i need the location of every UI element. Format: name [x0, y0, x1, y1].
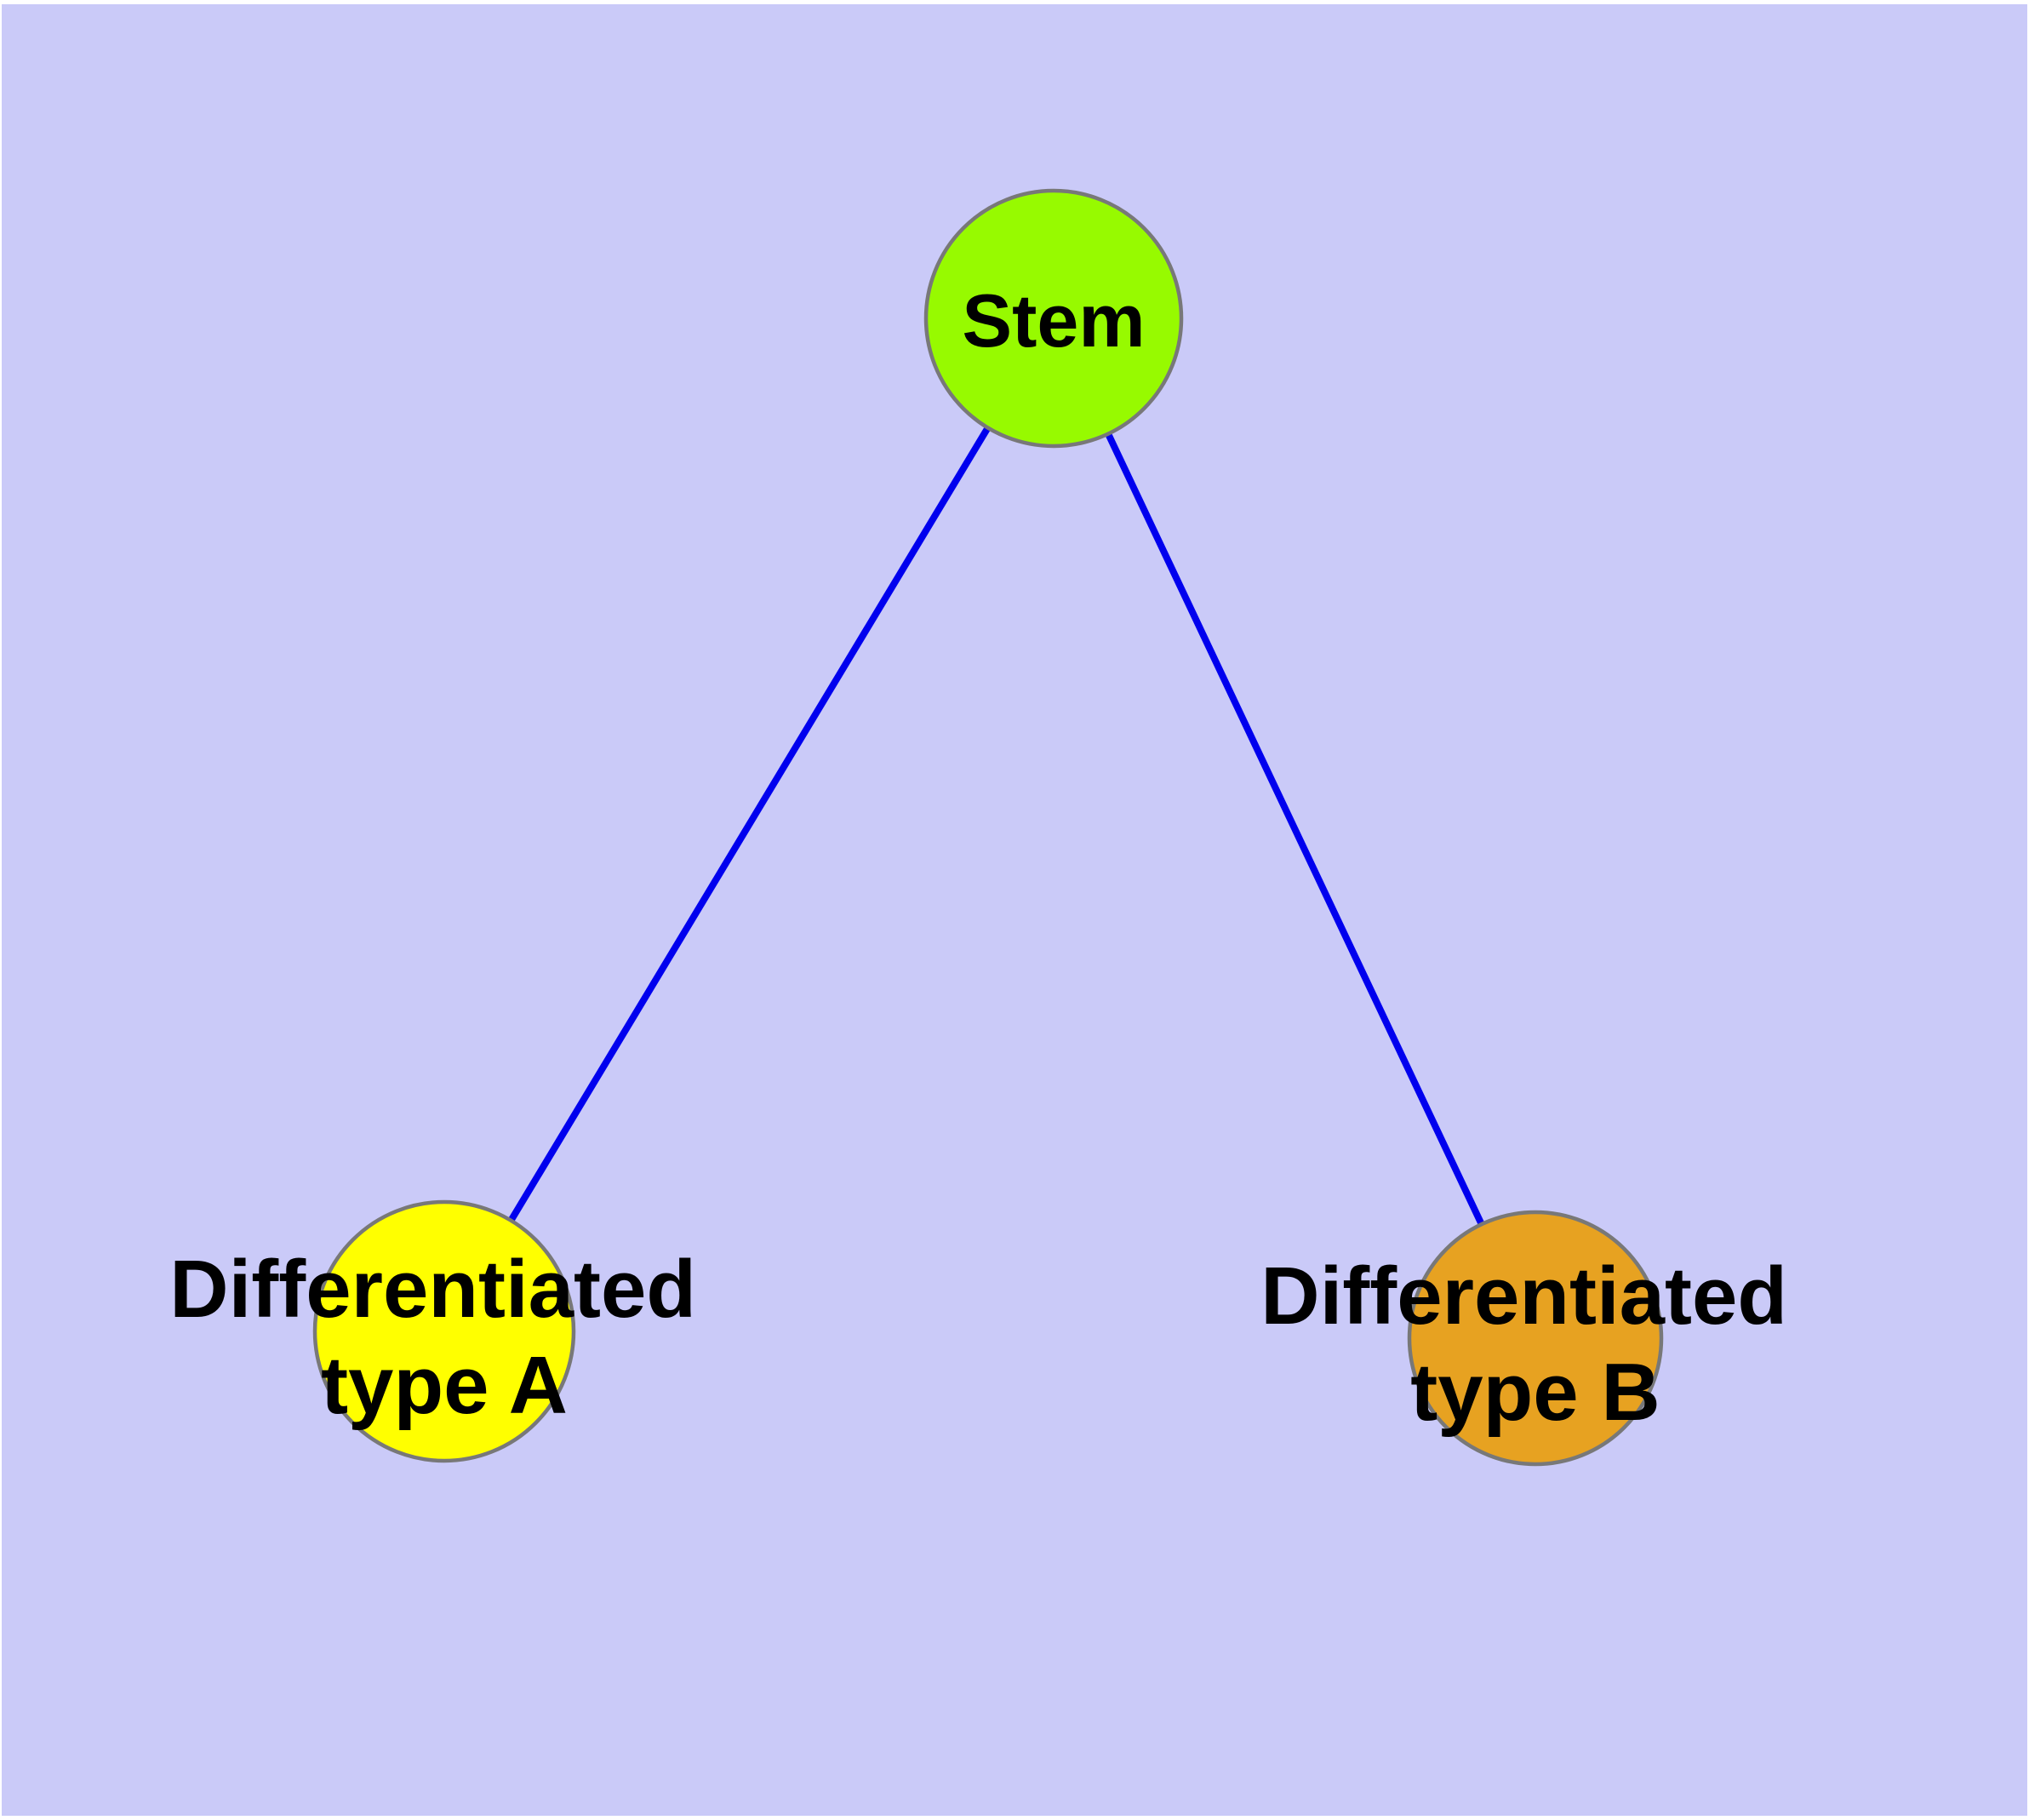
node-differentiated-type-b-label-line2: type B: [1410, 1347, 1660, 1438]
node-differentiated-type-b-label-line1: Differentiated: [1260, 1251, 1787, 1342]
node-differentiated-type-a-label: Differentiated type A: [169, 1244, 718, 1431]
edge-stem-to-type-b: [1050, 317, 1539, 1340]
node-differentiated-type-a-label-line1: Differentiated: [169, 1244, 696, 1335]
node-differentiated-type-b: [1407, 1210, 1664, 1467]
node-differentiated-type-a-label-line2: type A: [321, 1340, 568, 1431]
edge-stem-to-type-a: [441, 316, 1057, 1334]
node-differentiated-type-a: [312, 1199, 576, 1463]
node-differentiated-type-b-label: Differentiated type B: [1260, 1251, 1809, 1438]
node-stem: [923, 188, 1184, 449]
node-stem-label: Stem: [962, 278, 1145, 363]
